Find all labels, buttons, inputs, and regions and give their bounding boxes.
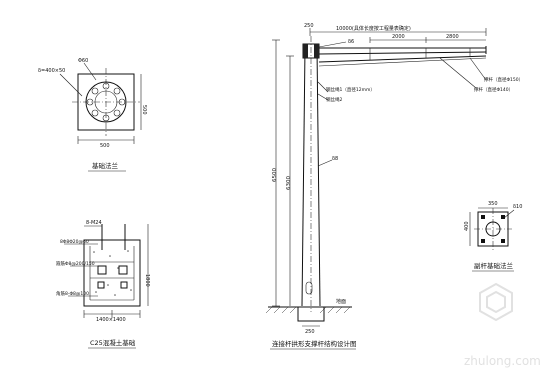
seg-left: 2000 [392, 34, 405, 40]
rebar-top-label: 8Φ8Φ20@60 [60, 239, 89, 245]
plate-label: δ=400×50 [38, 68, 65, 74]
top-mark: 250 [304, 23, 314, 29]
bolt-hole [91, 109, 99, 117]
plate-dim-right: 500 [141, 105, 147, 115]
hole-label: Φ60 [78, 58, 88, 64]
height-outer: 6500 [272, 168, 278, 182]
span-total: 10000(具体长度按工程量表确定) [336, 25, 411, 32]
pole-title: 连接杆拱形支撑杆结构设计图 [272, 339, 357, 348]
rebar-tie [120, 281, 128, 289]
plate-inner-circle [94, 90, 118, 114]
pole-access-door [305, 281, 313, 295]
bolt-hole [113, 87, 121, 95]
pole-top-flange [314, 44, 319, 58]
aux-corner-bolt [501, 215, 505, 219]
plate-dim-bottom: 500 [100, 143, 110, 149]
pole-top-leader [318, 41, 347, 48]
diagonal-brace-2 [318, 57, 487, 67]
bolt-label: 8-M24 [86, 220, 102, 226]
diagonal-brace [318, 55, 487, 63]
aux-base-title: 副杆基础法兰 [474, 261, 514, 270]
concrete-aggregate [93, 250, 132, 296]
wire2-leader [317, 93, 329, 101]
bolt-hole [102, 82, 110, 90]
brace-lower-leader [439, 57, 477, 89]
arm-bottom [318, 51, 487, 55]
hole-leader [83, 62, 97, 81]
brace-upper-leader [469, 57, 487, 81]
zhulong-watermark: zhulong.com [464, 282, 541, 368]
wire2-label: 钢丝绳2 [326, 96, 342, 103]
pole-top-flange [303, 44, 308, 58]
plate-outer-circle [85, 81, 127, 123]
brace-lower-label: 撑杆（直径Φ140） [474, 86, 513, 93]
rebar-tie [97, 265, 107, 275]
concrete-block [83, 239, 141, 307]
aux-center-circle [485, 221, 501, 237]
pole-shaft-right [316, 47, 321, 307]
rebar-mid-label: 箍筋Φ8@200/150 [56, 260, 95, 267]
ground-hatch [265, 306, 351, 314]
foundation-title: C25混凝土基础 [90, 338, 136, 347]
brace-upper-label: 撑杆（直径Φ150） [484, 76, 523, 83]
bolt-hole [118, 98, 126, 106]
body-thick-leader [317, 159, 333, 167]
pole-elevation: 10000(具体长度按工程量表确定) 2000 2800 250 δ6 撑杆（直… [265, 23, 523, 350]
height-inner: 6300 [286, 176, 292, 190]
wire1-leader [317, 81, 329, 93]
foundation-dim-bottom: 1400×1400 [96, 317, 126, 323]
aux-thick: δ10 [513, 204, 522, 210]
watermark-logo-icon [479, 282, 513, 322]
ground-label: 地面 [336, 298, 346, 305]
seg-right: 2800 [446, 34, 459, 40]
aux-corner-bolt [481, 239, 485, 243]
foundation-view: 8-M24 8Φ8Φ20@60 箍筋Φ8@200/150 角筋8-Φ8@100 … [56, 220, 150, 349]
bolt-hole [113, 109, 121, 117]
wire1-label: 钢丝绳1（直径12mm） [326, 86, 375, 93]
base-plate-view: Φ60 δ=400×50 500 500 基础法兰 [38, 58, 147, 172]
rebar-low-label: 角筋8-Φ8@100 [56, 290, 89, 297]
base-plate-title: 基础法兰 [92, 161, 119, 170]
rebar-tie [118, 265, 128, 275]
aux-dim-left: 400 [464, 221, 470, 231]
rebar-tie [97, 281, 105, 289]
bolt-hole [102, 114, 110, 122]
bolt-hole [91, 87, 99, 95]
foundation-dim-right: 1800 [144, 274, 150, 287]
aux-corner-bolt [501, 239, 505, 243]
aux-base-view: 350 δ10 400 副杆基础法兰 [464, 201, 522, 272]
bolt-hole [86, 98, 94, 106]
plate-leader [59, 73, 83, 97]
aux-corner-bolt [481, 215, 485, 219]
aux-thick-leader [503, 209, 515, 219]
aux-dim-top: 350 [488, 201, 498, 207]
pole-foundation-block [297, 306, 325, 322]
base-dim: 250 [305, 329, 315, 335]
pole-shaft-left [301, 47, 306, 307]
watermark-text: zhulong.com [464, 354, 541, 368]
body-thick: δ8 [332, 156, 338, 162]
top-thick: δ6 [348, 39, 354, 45]
